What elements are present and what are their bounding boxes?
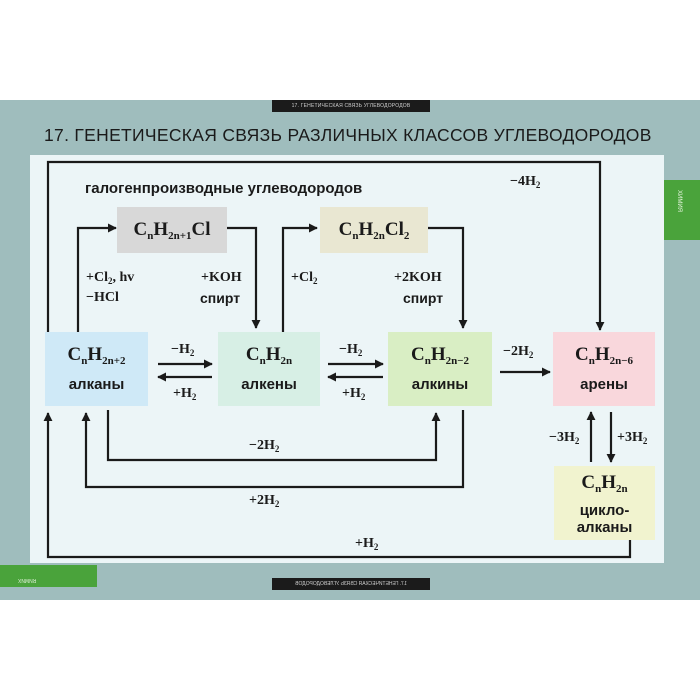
name-alkenes: алкены <box>241 376 297 393</box>
label-minus-hcl: −HCl <box>86 290 119 305</box>
label-cl2-hv: +Cl2, hv <box>86 270 135 286</box>
label-ane-ene-plus: +H2 <box>173 386 197 402</box>
label-loop-plus2: +2H2 <box>249 493 280 509</box>
label-arene-minus: −3H2 <box>549 430 580 446</box>
formula-alkanes: CnH2n+2 <box>67 344 126 367</box>
label-plus-cl2: +Cl2 <box>291 270 318 286</box>
name-alkanes: алканы <box>68 376 125 393</box>
label-koh-spirit: спирт <box>200 290 241 306</box>
box-alkenes: CnH2n алкены <box>218 332 320 406</box>
page-title: 17. ГЕНЕТИЧЕСКАЯ СВЯЗЬ РАЗЛИЧНЫХ КЛАССОВ… <box>44 125 652 145</box>
label-ane-ene-minus: −H2 <box>171 342 195 358</box>
name-cycloalkanes-2: алканы <box>576 519 633 536</box>
corner-tab <box>0 565 97 587</box>
label-ene-yne-plus: +H2 <box>342 386 366 402</box>
halide-subtitle: галогенпроизводные углеводородов <box>85 180 363 197</box>
arrow-alkane-halide <box>76 223 117 332</box>
box-cycloalkanes: CnH2n цикло- алканы <box>554 466 655 540</box>
label-top-dehydro: −4H2 <box>510 174 541 190</box>
label-arene-plus: +3H2 <box>617 430 648 446</box>
side-tab <box>663 180 700 240</box>
name-alkynes: алкины <box>411 376 469 393</box>
formula-halide-2: CnH2nCl2 <box>338 219 410 242</box>
arrow-loop-plus <box>43 412 632 559</box>
arrow-loop-minus2 <box>106 410 441 462</box>
arrow-loop-plus2 <box>81 410 465 489</box>
arrow-top-dehydro <box>46 160 605 332</box>
box-arenes: CnH2n−6 арены <box>553 332 655 406</box>
label-yne-arene: −2H2 <box>503 344 534 360</box>
formula-halide-1: CnH2n+1Cl <box>133 219 211 242</box>
label-ene-yne-minus: −H2 <box>339 342 363 358</box>
side-tab-label: ХИМИЯ <box>676 190 682 212</box>
arrow-alkene-halide2 <box>281 223 318 332</box>
header-strip: 17. ГЕНЕТИЧЕСКАЯ СВЯЗЬ УГЛЕВОДОРОДОВ <box>272 100 430 112</box>
arrow-halide2-alkyne <box>428 226 468 329</box>
formula-arenes: CnH2n−6 <box>574 344 634 367</box>
label-loop-plus: +H2 <box>355 536 379 552</box>
formula-alkynes: CnH2n−2 <box>410 344 470 367</box>
label-2koh-spirit: спирт <box>403 290 444 306</box>
box-halide-1: CnH2n+1Cl <box>117 207 227 253</box>
formula-alkenes: CnH2n <box>245 344 293 367</box>
label-2koh: +2KOH <box>394 270 442 285</box>
label-loop-minus2: −2H2 <box>249 438 280 454</box>
formula-cycloalkanes: CnH2n <box>581 472 628 495</box>
label-koh: +KOH <box>201 270 242 285</box>
arrow-halide-alkene <box>227 226 261 329</box>
box-halide-2: CnH2nCl2 <box>320 207 428 253</box>
box-alkanes: CnH2n+2 алканы <box>45 332 148 406</box>
name-cycloalkanes-1: цикло- <box>579 502 630 519</box>
name-arenes: арены <box>580 376 628 393</box>
box-alkynes: CnH2n−2 алкины <box>388 332 492 406</box>
